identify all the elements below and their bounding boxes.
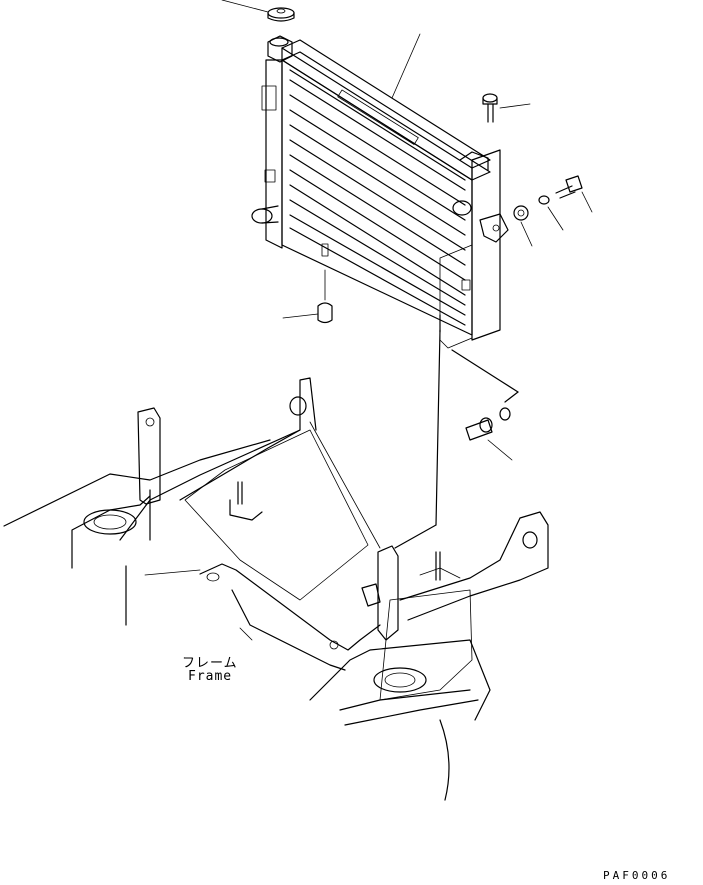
frame-label-english: Frame: [188, 669, 233, 684]
bolt-top-right: [482, 93, 531, 123]
drain-cock: [465, 407, 513, 461]
frame-label-leader: [239, 627, 253, 641]
radiator-cap: [221, 0, 295, 22]
rubber-mount: [282, 243, 333, 324]
frame-label-japanese: フレーム: [182, 656, 238, 671]
drawing-code: PAF0006: [603, 869, 671, 882]
radiator-assembly: [251, 33, 509, 349]
mount-hardware-right: [513, 175, 593, 247]
frame-structure: [3, 377, 549, 801]
leader-lines: [394, 329, 519, 549]
